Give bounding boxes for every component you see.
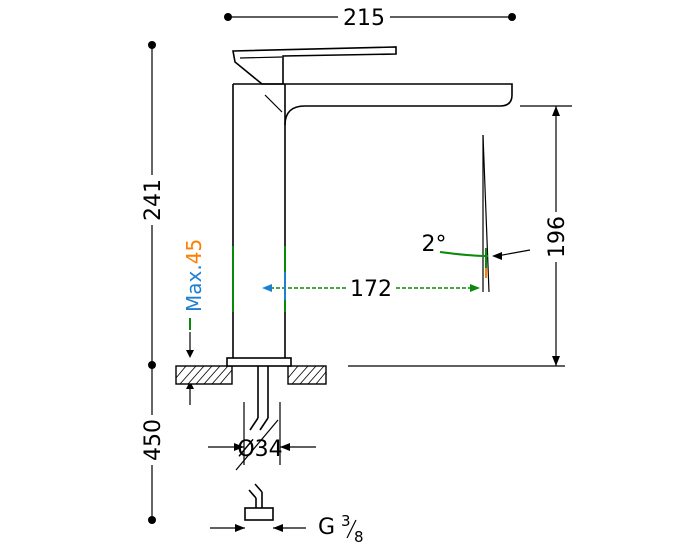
overall-width-label: 215 bbox=[343, 6, 385, 31]
body-diameter-dimension: Ø34 bbox=[208, 437, 316, 462]
under-deck-assembly bbox=[235, 366, 281, 521]
thread-size-dimension: G 3 8 bbox=[210, 512, 364, 546]
installation-markers bbox=[232, 246, 286, 312]
hose-length-label: 450 bbox=[141, 419, 166, 461]
thread-numerator: 3 bbox=[341, 512, 351, 530]
max-deck-thickness-dimension: Max.45 bbox=[182, 239, 206, 405]
spout-height-dimension: 196 bbox=[520, 105, 572, 366]
spout-reach-label: 172 bbox=[350, 277, 392, 302]
body-diameter-label: Ø34 bbox=[237, 437, 282, 462]
hose-length-dimension: 450 bbox=[140, 365, 166, 524]
faucet-body bbox=[226, 46, 513, 367]
countertop-section bbox=[175, 365, 565, 385]
spout-reach-dimension: 172 bbox=[262, 272, 480, 302]
height-above-deck-dimension: 241 bbox=[140, 41, 166, 369]
angle-label: 2° bbox=[422, 232, 447, 257]
stream-angle-dimension: 2° bbox=[422, 232, 531, 278]
thread-denominator: 8 bbox=[354, 528, 364, 546]
max-deck-label: Max.45 bbox=[182, 239, 206, 312]
spout-height-label: 196 bbox=[545, 216, 570, 258]
thread-prefix: G bbox=[318, 515, 335, 540]
height-above-deck-label: 241 bbox=[141, 179, 166, 221]
overall-width-dimension: 215 bbox=[224, 4, 516, 31]
